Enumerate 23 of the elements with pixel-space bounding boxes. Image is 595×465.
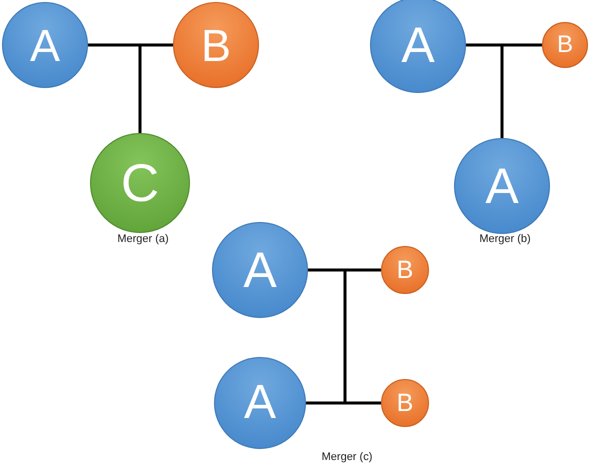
node-letter: C [120, 156, 160, 210]
node-letter: A [30, 22, 60, 68]
connector-line [308, 268, 381, 272]
connector-line [306, 402, 381, 404]
node-letter: A [244, 379, 276, 427]
connector-line [140, 44, 173, 46]
node-letter: A [485, 161, 519, 211]
connector-line [500, 45, 504, 138]
node-letter: B [396, 390, 414, 416]
caption: Merger (b) [479, 233, 531, 245]
caption: Merger (c) [322, 451, 372, 463]
node-letter: B [200, 22, 231, 68]
connector-line [502, 44, 542, 46]
connector-line [138, 45, 142, 133]
circle-node [542, 22, 588, 68]
circle-node [381, 379, 429, 427]
node-letter: A [243, 245, 277, 295]
circle-node [381, 246, 429, 294]
connector-line [466, 44, 502, 46]
node-letter: A [401, 20, 435, 70]
node-letter: B [396, 258, 414, 282]
connector-line [88, 44, 140, 46]
node-letter: B [556, 33, 573, 57]
